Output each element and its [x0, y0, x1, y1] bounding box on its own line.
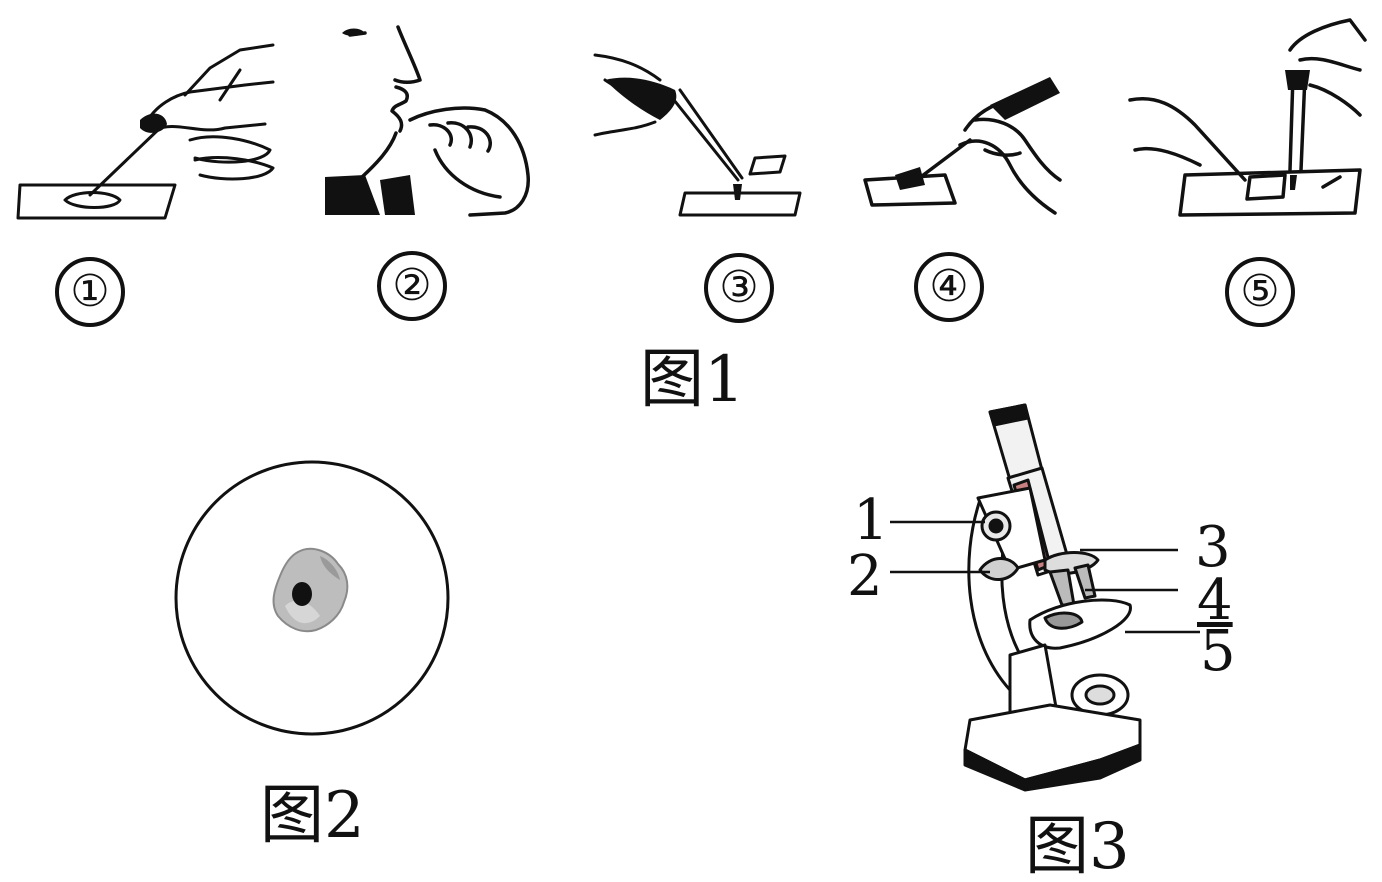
cheek-cell-view-icon: [170, 456, 455, 741]
part-label-1: 1: [853, 488, 889, 553]
part-label-4: 4: [1197, 568, 1233, 633]
stain-slide-icon: [1125, 15, 1370, 220]
figure3-caption: 图3: [1025, 810, 1130, 882]
smear-on-slide-icon: [15, 40, 285, 225]
rinse-mouth-icon: [325, 25, 540, 215]
figure2-caption: 图2: [260, 779, 365, 853]
step-label-5: ⑤: [1225, 257, 1295, 327]
step-label-4: ④: [914, 252, 984, 322]
part-label-3: 3: [1195, 515, 1231, 580]
microscope-icon: [950, 400, 1150, 790]
part-label-2: 2: [847, 544, 883, 609]
figure1-caption: 图1: [640, 343, 745, 417]
scrape-cheek-icon: [860, 77, 1070, 220]
part-label-5: 5: [1200, 619, 1236, 684]
step-label-3: ③: [704, 253, 774, 323]
drop-on-slide-icon: [590, 50, 805, 220]
step-label-1: ①: [55, 257, 125, 327]
step-label-2: ②: [377, 251, 447, 321]
